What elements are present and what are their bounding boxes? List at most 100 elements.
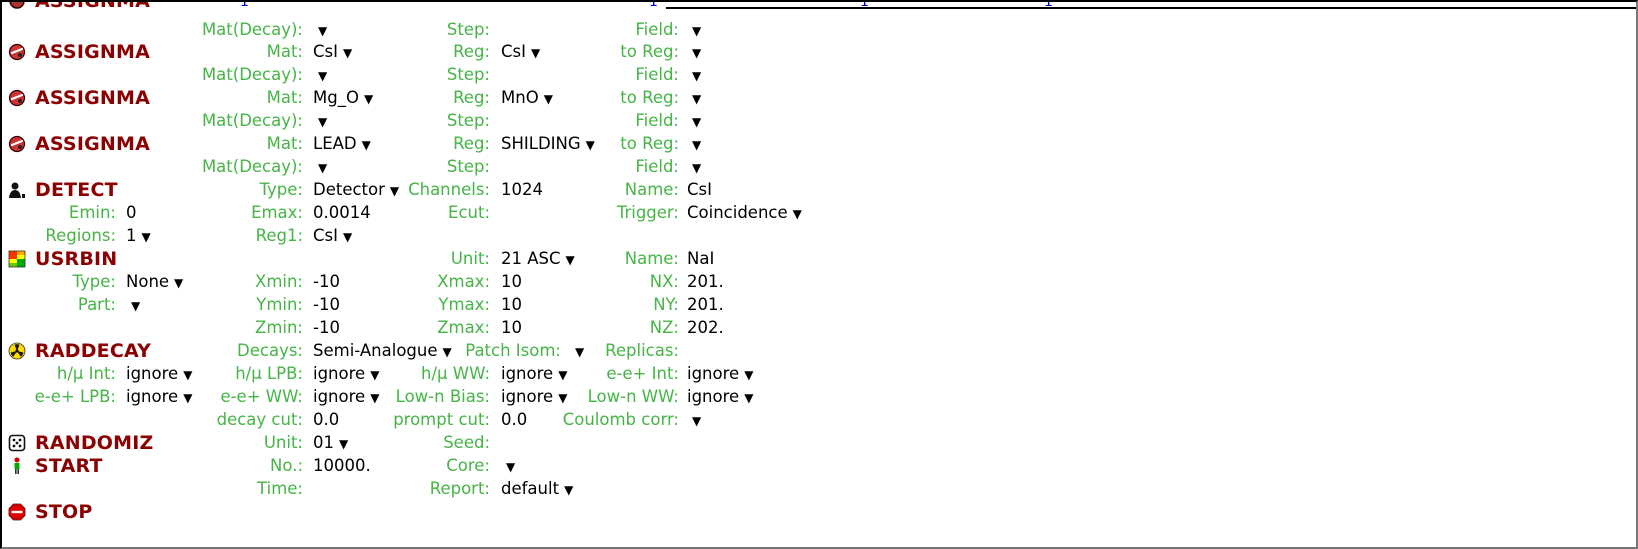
label-step: Step: [446,157,490,176]
ymax-input[interactable]: 10 [501,295,522,314]
label-ymax: Ymax: [438,295,490,314]
blue-mark: 1 [240,0,249,10]
usrbin-grid-icon [8,250,26,268]
card-stop[interactable]: STOP [35,501,93,523]
dropdown-arrow-icon: ▼ [318,69,328,83]
to-reg-select[interactable]: ▼ [687,87,701,109]
label-emax: Emax: [251,203,303,222]
ee-lpb-select[interactable]: ignore▼ [126,387,193,406]
mat-select[interactable]: LEAD▼ [313,134,371,153]
label-nx: NX: [649,272,679,291]
dropdown-arrow-icon: ▼ [692,115,702,129]
label-lown-bias: Low-n Bias: [395,387,490,406]
field-select[interactable]: ▼ [687,19,701,41]
label-core: Core: [446,456,490,475]
nz-input[interactable]: 202. [687,318,724,337]
xmin-input[interactable]: -10 [313,272,340,291]
emax-input[interactable]: 0.0014 [313,203,371,222]
detector-icon [9,182,25,198]
decay-cut-input[interactable]: 0.0 [313,410,340,429]
card-assignma[interactable]: ASSIGNMA [35,87,150,109]
card-raddecay[interactable]: RADDECAY [35,340,152,362]
label-patch-isom: Patch Isom: [465,341,561,360]
label-type: Type: [259,180,303,199]
name-input[interactable]: CsI [687,180,712,199]
channels-input[interactable]: 1024 [501,180,543,199]
core-select[interactable]: ▼ [501,455,515,477]
label-type: Type: [72,272,116,291]
label-mat-decay: Mat(Decay): [201,111,303,130]
reg-select[interactable]: SHILDING▼ [501,134,595,153]
field-select[interactable]: ▼ [687,110,701,132]
mat-select[interactable]: Mg_O▼ [313,88,374,107]
mat-decay-select[interactable]: ▼ [313,110,327,132]
mat-decay-select[interactable]: ▼ [313,19,327,41]
ny-input[interactable]: 201. [687,295,724,314]
type-select[interactable]: None▼ [126,272,184,291]
reg-select[interactable]: MnO▼ [501,88,553,107]
assign-material-icon [8,43,26,61]
lown-ww-select[interactable]: ignore▼ [687,387,754,406]
label-reg1: Reg1: [255,226,303,245]
card-assignma[interactable]: ASSIGNMA [35,133,150,155]
decays-select[interactable]: Semi-Analogue▼ [313,341,452,360]
ee-ww-select[interactable]: ignore▼ [313,387,380,406]
label-reg: Reg: [453,42,490,61]
dice-icon [8,434,26,452]
to-reg-select[interactable]: ▼ [687,41,701,63]
label-lown-ww: Low-n WW: [587,387,679,406]
patch-isom-select[interactable]: ▼ [570,340,584,362]
reg-select[interactable]: CsI▼ [501,42,541,61]
type-select[interactable]: Detector▼ [313,180,400,199]
label-report: Report: [429,479,490,498]
coulomb-corr-select[interactable]: ▼ [687,409,701,431]
card-assignma-partial[interactable]: ASSIGNMA [35,0,150,12]
name-input[interactable]: NaI [687,249,715,268]
ymin-input[interactable]: -10 [313,295,340,314]
xmax-input[interactable]: 10 [501,272,522,291]
top-rule [666,7,1636,9]
dropdown-arrow-icon: ▼ [792,207,802,221]
report-select[interactable]: default▼ [501,479,574,498]
emin-input[interactable]: 0 [126,203,137,222]
zmin-input[interactable]: -10 [313,318,340,337]
card-start[interactable]: START [35,455,103,477]
trigger-select[interactable]: Coincidence▼ [687,203,802,222]
to-reg-select[interactable]: ▼ [687,133,701,155]
mat-select[interactable]: CsI▼ [313,42,353,61]
label-mat-decay: Mat(Decay): [201,65,303,84]
prompt-cut-input[interactable]: 0.0 [501,410,528,429]
card-usrbin[interactable]: USRBIN [35,248,118,270]
label-xmax: Xmax: [437,272,490,291]
label-hmu-int: h/μ Int: [56,364,116,383]
dropdown-arrow-icon: ▼ [131,299,141,313]
dropdown-arrow-icon: ▼ [692,46,702,60]
zmax-input[interactable]: 10 [501,318,522,337]
hmu-lpb-select[interactable]: ignore▼ [313,364,380,383]
card-detect[interactable]: DETECT [35,179,118,201]
field-select[interactable]: ▼ [687,64,701,86]
nx-input[interactable]: 201. [687,272,724,291]
dropdown-arrow-icon: ▼ [342,46,353,60]
label-seed: Seed: [443,433,490,452]
lown-bias-select[interactable]: ignore▼ [501,387,568,406]
no-input[interactable]: 10000. [313,456,371,475]
part-select[interactable]: ▼ [126,294,140,316]
label-hmu-ww: h/μ WW: [421,364,490,383]
reg1-select[interactable]: CsI▼ [313,226,353,245]
unit-select[interactable]: 01▼ [313,433,349,452]
blue-mark: 1 [1044,0,1053,10]
mat-decay-select[interactable]: ▼ [313,156,327,178]
label-field: Field: [635,20,679,39]
card-randomiz[interactable]: RANDOMIZ [35,432,154,454]
card-assignma[interactable]: ASSIGNMA [35,41,150,63]
unit-select[interactable]: 21 ASC▼ [501,249,575,268]
regions-select[interactable]: 1▼ [126,226,151,245]
hmu-int-select[interactable]: ignore▼ [126,364,193,383]
label-to-reg: to Reg: [620,134,679,153]
dropdown-arrow-icon: ▼ [585,138,595,152]
hmu-ww-select[interactable]: ignore▼ [501,364,568,383]
ee-int-select[interactable]: ignore▼ [687,364,754,383]
mat-decay-select[interactable]: ▼ [313,64,327,86]
field-select[interactable]: ▼ [687,156,701,178]
